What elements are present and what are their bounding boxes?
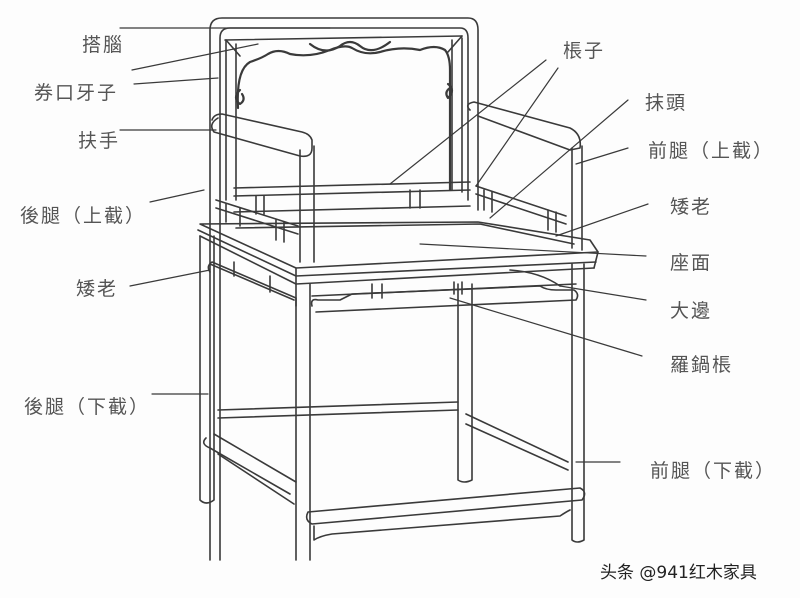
carved-spandrel <box>234 40 454 192</box>
back-lower-rails <box>233 181 471 215</box>
label-houtui-shang: 後腿（上截） <box>20 205 147 227</box>
watermark: 头条 @941红木家具 <box>600 563 757 583</box>
leader-lines <box>119 27 649 463</box>
label-zuomian: 座面 <box>670 252 713 274</box>
label-zhangzi: 棖子 <box>563 40 606 62</box>
label-ailao-left: 矮老 <box>76 278 119 300</box>
label-dabian: 大邊 <box>670 300 713 322</box>
label-quankou-yazi: 券口牙子 <box>34 82 119 104</box>
stretchers <box>202 401 586 541</box>
aprons <box>207 261 579 313</box>
label-houtui-xia: 後腿（下截） <box>24 396 151 418</box>
left-armrest <box>210 113 315 263</box>
legs <box>199 235 585 561</box>
label-qiantui-shang: 前腿（上截） <box>648 140 775 162</box>
label-fushou: 扶手 <box>78 130 121 152</box>
label-motou: 抹頭 <box>645 92 688 114</box>
right-armrest <box>466 101 583 251</box>
label-dayao: 搭腦 <box>82 34 125 56</box>
label-luoguozhang: 羅鍋棖 <box>670 354 734 376</box>
label-qiantui-xia: 前腿（下截） <box>650 460 777 482</box>
backrest-frame <box>209 17 479 561</box>
label-ailao-right: 矮老 <box>670 196 713 218</box>
